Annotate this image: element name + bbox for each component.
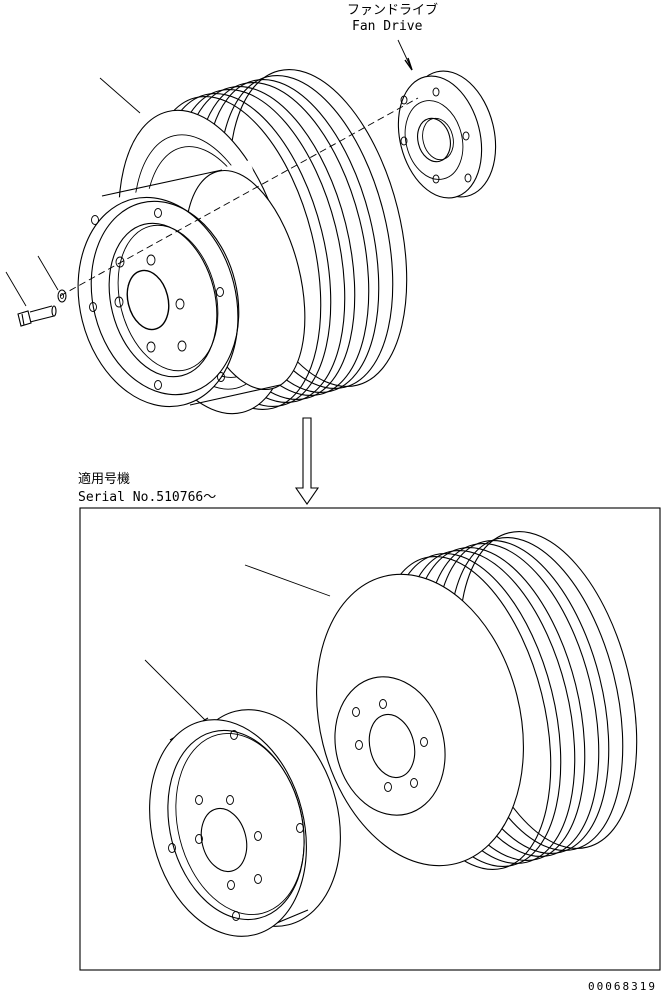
leader-fan-drive-arrow <box>404 57 413 71</box>
leader-pulley <box>99 77 141 114</box>
center-axis <box>59 97 419 297</box>
washer <box>57 289 67 303</box>
serial-box <box>79 507 661 971</box>
down-arrow <box>294 417 320 505</box>
pulley-assembly-old: ファンドライブ Fan Drive <box>5 2 497 415</box>
pulley-assembly-new <box>144 531 638 937</box>
serial-number-label: Serial No.510766～ <box>78 490 216 505</box>
leader-hub-new <box>144 659 206 721</box>
applicable-jp-label: 適用号機 <box>78 471 130 487</box>
hub-new <box>149 709 341 937</box>
leader-washer <box>37 255 59 291</box>
fan-drive-jp-label: ファンドライブ <box>347 2 438 18</box>
leader-bolt <box>5 271 27 307</box>
hub-flange <box>77 160 306 408</box>
fan-drive-plate <box>397 70 497 199</box>
grooved-pulley-new <box>316 531 638 870</box>
fan-drive-en-label: Fan Drive <box>352 19 423 34</box>
leader-pulley-new <box>244 564 331 597</box>
drawing-number: 00068319 <box>588 980 657 993</box>
bolt <box>17 305 57 327</box>
